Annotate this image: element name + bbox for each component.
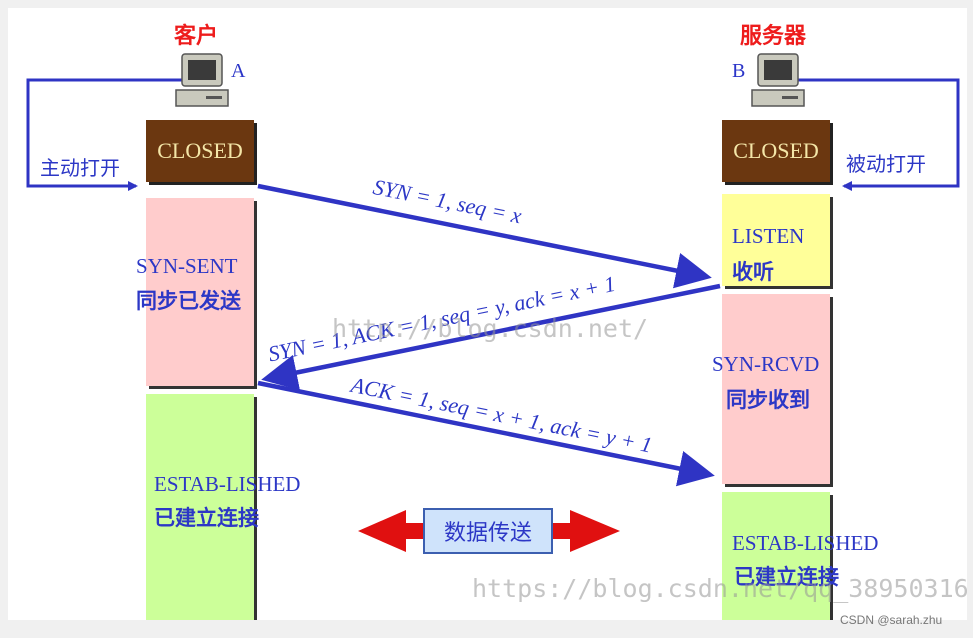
passive-open-loop-arrow: [798, 78, 960, 191]
server-closed-state: CLOSED: [722, 120, 830, 182]
client-host-letter: A: [231, 60, 246, 82]
watermark-bottom: https://blog.csdn.net/qq_38950316: [472, 574, 967, 603]
server-established-label-cn: 已建立连接: [734, 565, 839, 589]
data-transfer-label: 数据传送: [443, 521, 532, 546]
listen-label-en: LISTEN: [732, 224, 805, 248]
client-syn-sent-state: [146, 198, 254, 386]
ack-arrow: [257, 380, 715, 487]
server-syn-rcvd-state: [722, 294, 830, 484]
server-computer-icon: [750, 52, 806, 115]
credit-text: CSDN @sarah.zhu: [840, 613, 943, 627]
client-closed-label: CLOSED: [157, 138, 243, 163]
server-title: 服务器: [740, 24, 807, 49]
client-computer-icon: [174, 52, 230, 115]
client-established-state: [146, 394, 254, 620]
server-established-state: [722, 492, 830, 620]
tcp-handshake-diagram: 客户 A 服务器 B 主动打开 被动打开 CLOSED SYN-SENT 同步已…: [8, 8, 967, 620]
syn-arrow: [257, 183, 712, 289]
syn-rcvd-label-cn: 同步收到: [726, 388, 810, 412]
server-established-label-en: ESTAB-LISHED: [732, 531, 879, 555]
server-host-letter: B: [732, 60, 746, 82]
syn-sent-label-cn: 同步已发送: [136, 289, 241, 313]
active-open-label: 主动打开: [40, 156, 120, 180]
watermark-middle: http://blog.csdn.net/: [332, 314, 649, 343]
server-listen-state: [722, 194, 830, 286]
syn-sent-label-en: SYN-SENT: [136, 254, 238, 278]
server-closed-label: CLOSED: [733, 138, 819, 163]
listen-label-cn: 收听: [732, 260, 774, 284]
client-established-label-cn: 已建立连接: [154, 506, 259, 530]
client-closed-state: CLOSED: [146, 120, 254, 182]
active-open-loop-arrow: [26, 78, 183, 191]
passive-open-label: 被动打开: [846, 152, 926, 176]
syn-rcvd-label-en: SYN-RCVD: [712, 352, 820, 376]
syn-ack-arrow: [261, 283, 721, 391]
client-established-label-en: ESTAB-LISHED: [154, 472, 301, 496]
data-transfer-box: 数据传送: [423, 508, 553, 554]
client-title: 客户: [174, 24, 219, 49]
